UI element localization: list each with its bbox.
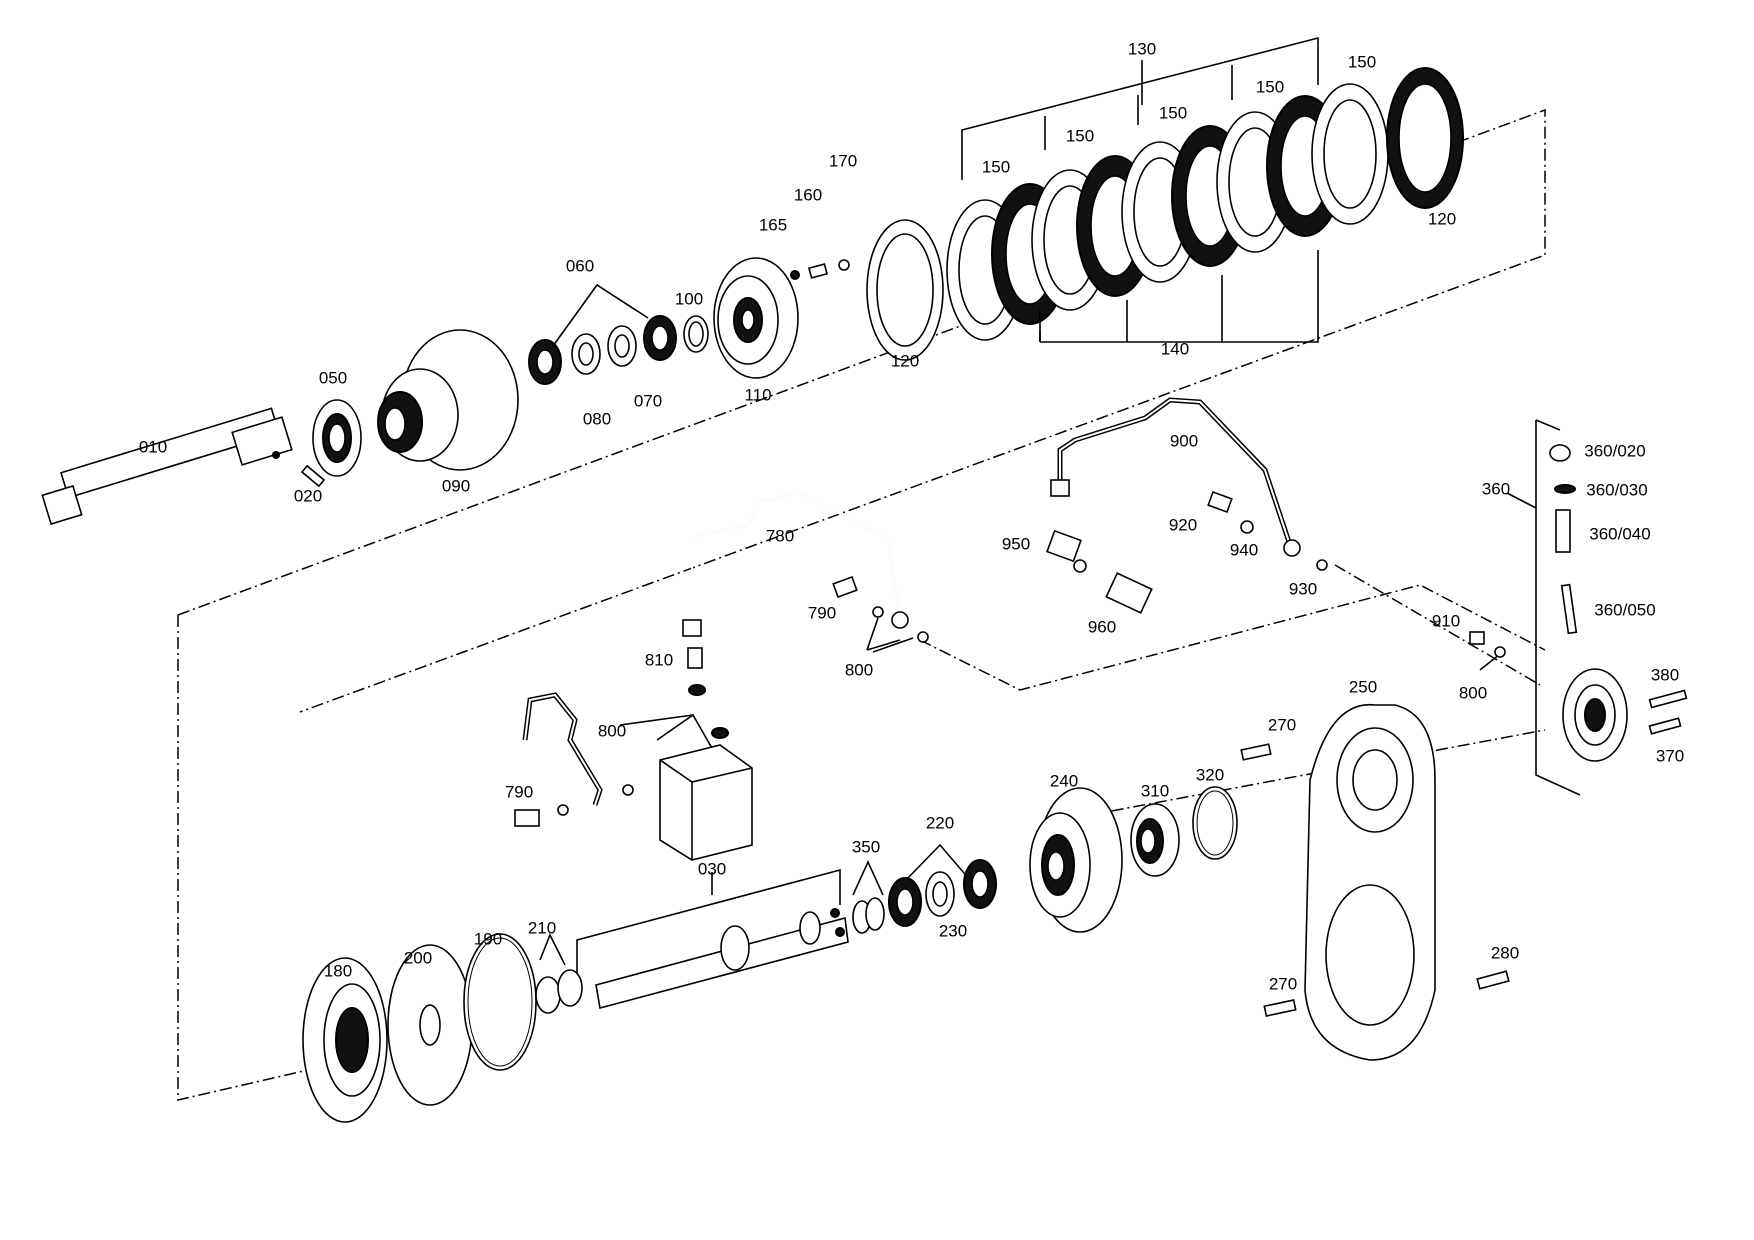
label-210: 210	[528, 918, 556, 937]
part-210-rings	[535, 969, 583, 1014]
part-250-housing	[1304, 703, 1436, 1061]
part-240-gear	[1029, 787, 1123, 933]
part-020-pin	[300, 464, 326, 488]
part-labels: 010 020 050 060 070 080 090 100 110 120 …	[139, 39, 1684, 993]
part-110-piston	[713, 257, 799, 379]
label-120-left: 120	[891, 351, 919, 370]
label-150-e: 150	[1348, 52, 1376, 71]
label-270-top: 270	[1268, 715, 1296, 734]
part-100-ring	[683, 315, 709, 353]
small-fittings	[514, 444, 1688, 1017]
label-060: 060	[566, 256, 594, 275]
label-920: 920	[1169, 515, 1197, 534]
label-790-bottom: 790	[505, 782, 533, 801]
label-180: 180	[324, 961, 352, 980]
part-165-160-170-small	[790, 259, 850, 280]
part-090-carrier	[377, 329, 519, 471]
label-150-c: 150	[1159, 103, 1187, 122]
label-800-c: 800	[1459, 683, 1487, 702]
part-180-cover	[302, 957, 388, 1123]
label-200: 200	[404, 948, 432, 967]
label-810: 810	[645, 650, 673, 669]
label-370: 370	[1656, 746, 1684, 765]
label-270-bottom: 270	[1269, 974, 1297, 993]
label-100: 100	[675, 289, 703, 308]
label-010: 010	[139, 437, 167, 456]
label-790-top: 790	[808, 603, 836, 622]
clutch-pack-130-140-150	[946, 83, 1389, 341]
label-910: 910	[1432, 611, 1460, 630]
label-020: 020	[294, 486, 322, 505]
pipe-small-left	[522, 692, 603, 806]
label-190: 190	[474, 929, 502, 948]
label-240: 240	[1050, 771, 1078, 790]
label-160: 160	[794, 185, 822, 204]
label-350: 350	[852, 837, 880, 856]
label-140: 140	[1161, 339, 1189, 358]
part-310-bearing	[1130, 803, 1180, 877]
part-010-shaft	[41, 407, 293, 526]
label-800-b: 800	[598, 721, 626, 740]
part-120-disc-left	[866, 219, 944, 361]
part-030-shaft	[595, 908, 849, 1009]
pipe-780	[682, 490, 909, 637]
label-930: 930	[1289, 579, 1317, 598]
part-050-bearing	[312, 399, 362, 477]
label-360-050: 360/050	[1594, 600, 1655, 619]
part-060-080-070-sleeves	[528, 315, 677, 385]
label-120-right: 120	[1428, 209, 1456, 228]
label-250: 250	[1349, 677, 1377, 696]
label-050: 050	[319, 368, 347, 387]
part-320-oring	[1192, 786, 1238, 860]
part-190-oring	[463, 933, 537, 1071]
label-090: 090	[442, 476, 470, 495]
part-200-plate	[387, 944, 473, 1106]
label-030: 030	[698, 859, 726, 878]
label-110: 110	[744, 385, 771, 404]
part-120-disc-right	[1386, 67, 1464, 209]
label-150-b: 150	[1066, 126, 1094, 145]
label-070: 070	[634, 391, 662, 410]
part-220-230-sleeves	[888, 859, 997, 927]
label-280: 280	[1491, 943, 1519, 962]
label-230: 230	[939, 921, 967, 940]
leader-lines	[539, 36, 1581, 985]
pipe-900	[1050, 397, 1301, 557]
part-350-rings	[852, 897, 885, 934]
valve-block	[659, 744, 753, 861]
label-080: 080	[583, 409, 611, 428]
label-950: 950	[1002, 534, 1030, 553]
label-800-a: 800	[845, 660, 873, 679]
label-380: 380	[1651, 665, 1679, 684]
label-360-020: 360/020	[1584, 441, 1645, 460]
label-150-d: 150	[1256, 77, 1284, 96]
label-170: 170	[829, 151, 857, 170]
part-360-valve-housing	[1562, 668, 1628, 762]
label-150-a: 150	[982, 157, 1010, 176]
label-940: 940	[1230, 540, 1258, 559]
label-360: 360	[1482, 479, 1510, 498]
label-220: 220	[926, 813, 954, 832]
label-780: 780	[766, 526, 794, 545]
label-960: 960	[1088, 617, 1116, 636]
label-165: 165	[759, 215, 787, 234]
label-320: 320	[1196, 765, 1224, 784]
label-900: 900	[1170, 431, 1198, 450]
label-360-040: 360/040	[1589, 524, 1650, 543]
label-310: 310	[1141, 781, 1169, 800]
label-360-030: 360/030	[1586, 480, 1647, 499]
label-130: 130	[1128, 39, 1156, 58]
